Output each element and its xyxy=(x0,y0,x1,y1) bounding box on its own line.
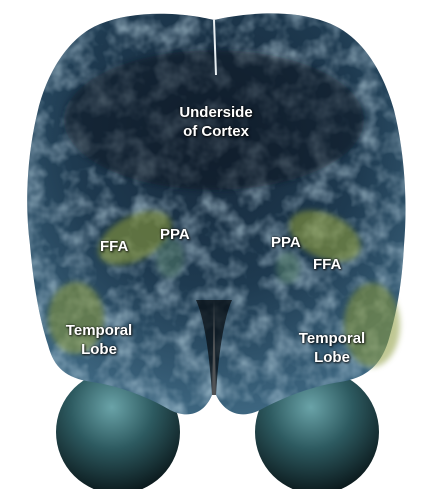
ffa-left-label: FFA xyxy=(100,237,128,256)
temporal-left-line2: Lobe xyxy=(54,340,144,359)
ffa-right-label: FFA xyxy=(313,255,341,274)
temporal-right-line1: Temporal xyxy=(286,329,378,348)
underside-of-cortex-label: Underside of Cortex xyxy=(152,103,280,141)
ppa-left-region xyxy=(156,238,184,278)
underside-line1: Underside xyxy=(152,103,280,122)
temporal-right-line2: Lobe xyxy=(286,348,378,367)
temporal-left-line1: Temporal xyxy=(54,321,144,340)
ppa-right-label: PPA xyxy=(271,233,301,252)
underside-line2: of Cortex xyxy=(152,122,280,141)
temporal-lobe-left-label: Temporal Lobe xyxy=(54,321,144,359)
ppa-left-label: PPA xyxy=(160,225,190,244)
ppa-right-region xyxy=(276,252,300,284)
temporal-lobe-right-label: Temporal Lobe xyxy=(286,329,378,367)
